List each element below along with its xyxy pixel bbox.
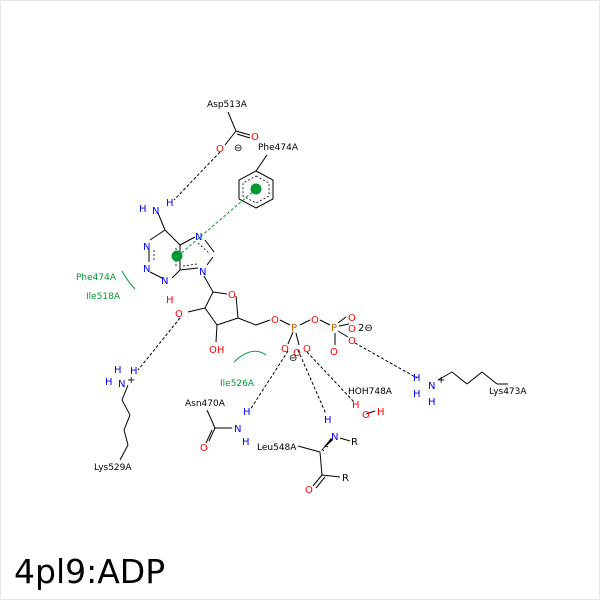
atom-o: O [200,443,208,454]
hashed-bond [321,444,329,452]
atom-n: N [118,379,125,390]
charge-plus: + [127,375,135,386]
atom-n: N [143,264,150,275]
atom-h: H [166,295,174,306]
atom-o: O [330,347,338,358]
label-leu548: Leu548A [257,443,297,453]
atom-h: H [352,400,360,411]
atom-h: H [166,198,174,209]
label-ile526: Ile526A [220,379,255,389]
pi-stacking [171,183,262,262]
atom-r: R [351,437,358,448]
atom-p: P [331,323,337,334]
charge-minus: ⊖ [234,143,242,154]
atom-n: N [143,242,150,253]
hbond-lines [137,151,418,415]
atom-h: H [105,377,113,388]
atom-o: O [281,344,289,355]
charge-minus: ⊖ [289,353,297,364]
label-phe474-top: Phe474A [258,143,299,153]
atom-n: N [152,206,159,217]
atom-labels: O O ⊖ H N H N N N N N O H O OH O P O P O… [105,132,445,496]
atom-o: O [348,336,356,347]
hydrophobic-arc-phe-ile [121,270,136,290]
charge-plus: + [437,375,445,386]
label-water: HOH748A [348,387,393,397]
atom-h: H [324,415,332,426]
label-lys529: Lys529A [94,463,132,473]
atom-o: O [348,324,356,335]
atom-r: R [342,473,349,484]
atom-h: H [428,397,436,408]
atom-o: O [251,132,259,143]
atom-o: O [175,309,183,320]
hydrophobic-arc-ile526 [233,350,267,363]
atom-n: N [199,267,206,278]
atom-n: N [331,432,338,443]
atom-o: O [311,315,319,326]
atom-oh: OH [209,345,224,356]
atom-o: O [303,344,311,355]
atom-o: O [362,410,370,421]
atom-o: O [271,315,279,326]
atom-o: O [293,348,301,359]
label-asp513: Asp513A [207,100,248,110]
hydrophobic-arcs [121,270,267,363]
atom-h: H [242,437,250,448]
atom-n: N [195,232,202,243]
label-lys473: Lys473A [489,387,527,397]
atom-o: O [348,313,356,324]
atom-o: O [228,290,236,301]
atom-p: P [291,323,297,334]
atom-h: H [139,204,147,215]
pi-center-adenine [171,250,183,262]
charge-2minus: 2⊖ [358,323,373,334]
atom-h: H [114,365,122,376]
atom-h: H [413,389,421,400]
atom-o: O [305,485,313,496]
atom-n: N [234,424,241,435]
atom-h: H [130,366,138,377]
atom-o: O [216,144,224,155]
label-asn470: Asn470A [185,399,226,409]
label-phe474-hydrophobic: Phe474A [76,273,117,283]
atom-h: H [413,373,421,384]
diagram-title: 4pl9:ADP [14,552,165,591]
label-ile518: Ile518A [86,292,121,302]
pi-center-phe474 [250,183,262,195]
bond-lines [119,111,508,489]
atom-n: N [161,276,168,287]
atom-h: H [377,407,385,418]
atom-n: N [428,381,435,392]
wedge-bond [320,438,333,452]
atom-h: H [243,407,251,418]
